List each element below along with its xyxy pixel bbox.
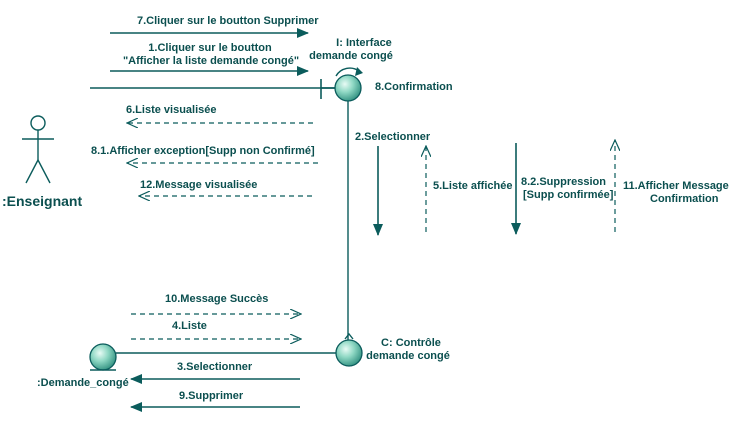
interface-circle	[334, 74, 362, 102]
controle-label-line2: demande congé	[366, 350, 450, 362]
controle-circle	[335, 339, 363, 367]
msg-1-label-line1: 1.Cliquer sur le boutton	[148, 42, 272, 54]
msg-7-label: 7.Cliquer sur le boutton Supprimer	[137, 15, 319, 27]
msg-8-2-label-line2: [Supp confirmée]	[523, 189, 614, 201]
interface-label-line2: demande congé	[309, 50, 393, 62]
msg-5-label: 5.Liste affichée	[433, 180, 512, 192]
interface-label-line1: I: Interface	[336, 37, 392, 49]
msg-9-label: 9.Supprimer	[179, 390, 244, 402]
msg-10-label: 10.Message Succès	[165, 293, 268, 305]
msg-12-label: 12.Message visualisée	[140, 179, 257, 191]
controle-arrow-mark	[344, 332, 354, 340]
actor-leg-left	[25, 159, 39, 184]
actor-head	[30, 115, 46, 131]
msg-4-label: 4.Liste	[172, 320, 207, 332]
actor-leg-right	[37, 159, 51, 184]
entity-object	[89, 343, 117, 371]
msg-6-label: 6.Liste visualisée	[126, 104, 217, 116]
msg-8-2-label-line1: 8.2.Suppression	[521, 176, 606, 188]
msg-11-label-line1: 11.Afficher Message	[623, 180, 729, 192]
entity-label: :Demande_congé	[37, 377, 129, 389]
actor-label: :Enseignant	[2, 193, 82, 209]
msg-2-label: 2.Selectionner	[355, 131, 431, 143]
controle-label-line1: C: Contrôle	[381, 337, 441, 349]
entity-circle	[89, 343, 117, 371]
self-message-arrowhead	[355, 67, 363, 76]
interface-object	[90, 67, 363, 102]
actor-enseignant	[22, 115, 54, 184]
controle-object	[335, 332, 363, 367]
msg-8-label: 8.Confirmation	[375, 81, 453, 93]
msg-1-label-line2: "Afficher la liste demande congé"	[123, 55, 299, 67]
msg-8-1-label: 8.1.Afficher exception[Supp non Confirmé…	[91, 145, 315, 157]
msg-11-label-line2: Confirmation	[650, 193, 719, 205]
msg-3-label: 3.Selectionner	[177, 361, 253, 373]
